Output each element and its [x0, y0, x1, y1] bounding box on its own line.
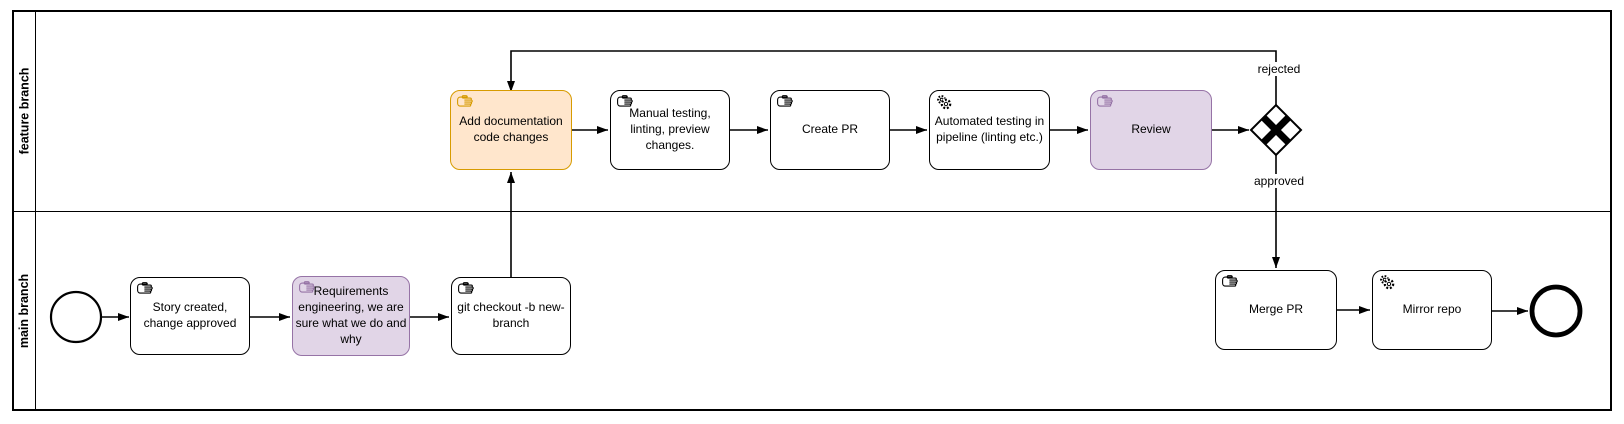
manual-task-hand-icon [297, 280, 317, 295]
manual-task-hand-icon [135, 281, 155, 296]
lane-label-divider [35, 10, 36, 411]
task-label: Review [1131, 122, 1171, 137]
manual-task-hand-icon [455, 94, 475, 109]
manual-task-hand-icon [775, 94, 795, 109]
service-task-gears-icon [934, 94, 954, 110]
task-add-documentation[interactable]: Add documentation code changes [450, 90, 572, 170]
task-label: Merge PR [1248, 302, 1304, 317]
task-manual-testing[interactable]: Manual testing, linting, preview changes… [610, 90, 730, 170]
end-event-circle[interactable] [1529, 284, 1583, 338]
task-label: Requirements engineering, we are sure wh… [295, 284, 407, 346]
lane-separator [12, 211, 1612, 212]
task-mirror-repo[interactable]: Mirror repo [1372, 270, 1492, 350]
task-review[interactable]: Review [1090, 90, 1212, 170]
manual-task-hand-icon [456, 281, 476, 296]
flow-rejected-loop [507, 50, 1277, 105]
task-label: Story created, change approved [143, 300, 237, 330]
task-merge-pr[interactable]: Merge PR [1215, 270, 1337, 350]
task-label: git checkout -b new-branch [457, 300, 565, 330]
task-requirements-engineering[interactable]: Requirements engineering, we are sure wh… [292, 276, 410, 356]
edge-label-rejected: rejected [1251, 62, 1307, 76]
task-label: Create PR [801, 122, 859, 137]
manual-task-hand-icon [1095, 94, 1115, 109]
manual-task-hand-icon [1220, 274, 1240, 289]
task-git-checkout[interactable]: git checkout -b new-branch [451, 277, 571, 355]
exclusive-gateway[interactable] [1249, 103, 1303, 157]
task-create-pr[interactable]: Create PR [770, 90, 890, 170]
edge-label-approved: approved [1248, 174, 1310, 188]
manual-task-hand-icon [615, 94, 635, 109]
task-label: Add documentation code changes [459, 114, 563, 144]
task-automated-testing[interactable]: Automated testing in pipeline (linting e… [929, 90, 1050, 170]
service-task-gears-icon [1377, 274, 1397, 290]
gateway-x-icon [1261, 115, 1291, 145]
task-story-created[interactable]: Story created, change approved [130, 277, 250, 355]
pool [12, 10, 1612, 411]
start-event-circle[interactable] [49, 290, 103, 344]
task-label: Automated testing in pipeline (linting e… [934, 114, 1045, 144]
task-label: Mirror repo [1402, 302, 1462, 317]
task-label: Manual testing, linting, preview changes… [629, 106, 711, 152]
